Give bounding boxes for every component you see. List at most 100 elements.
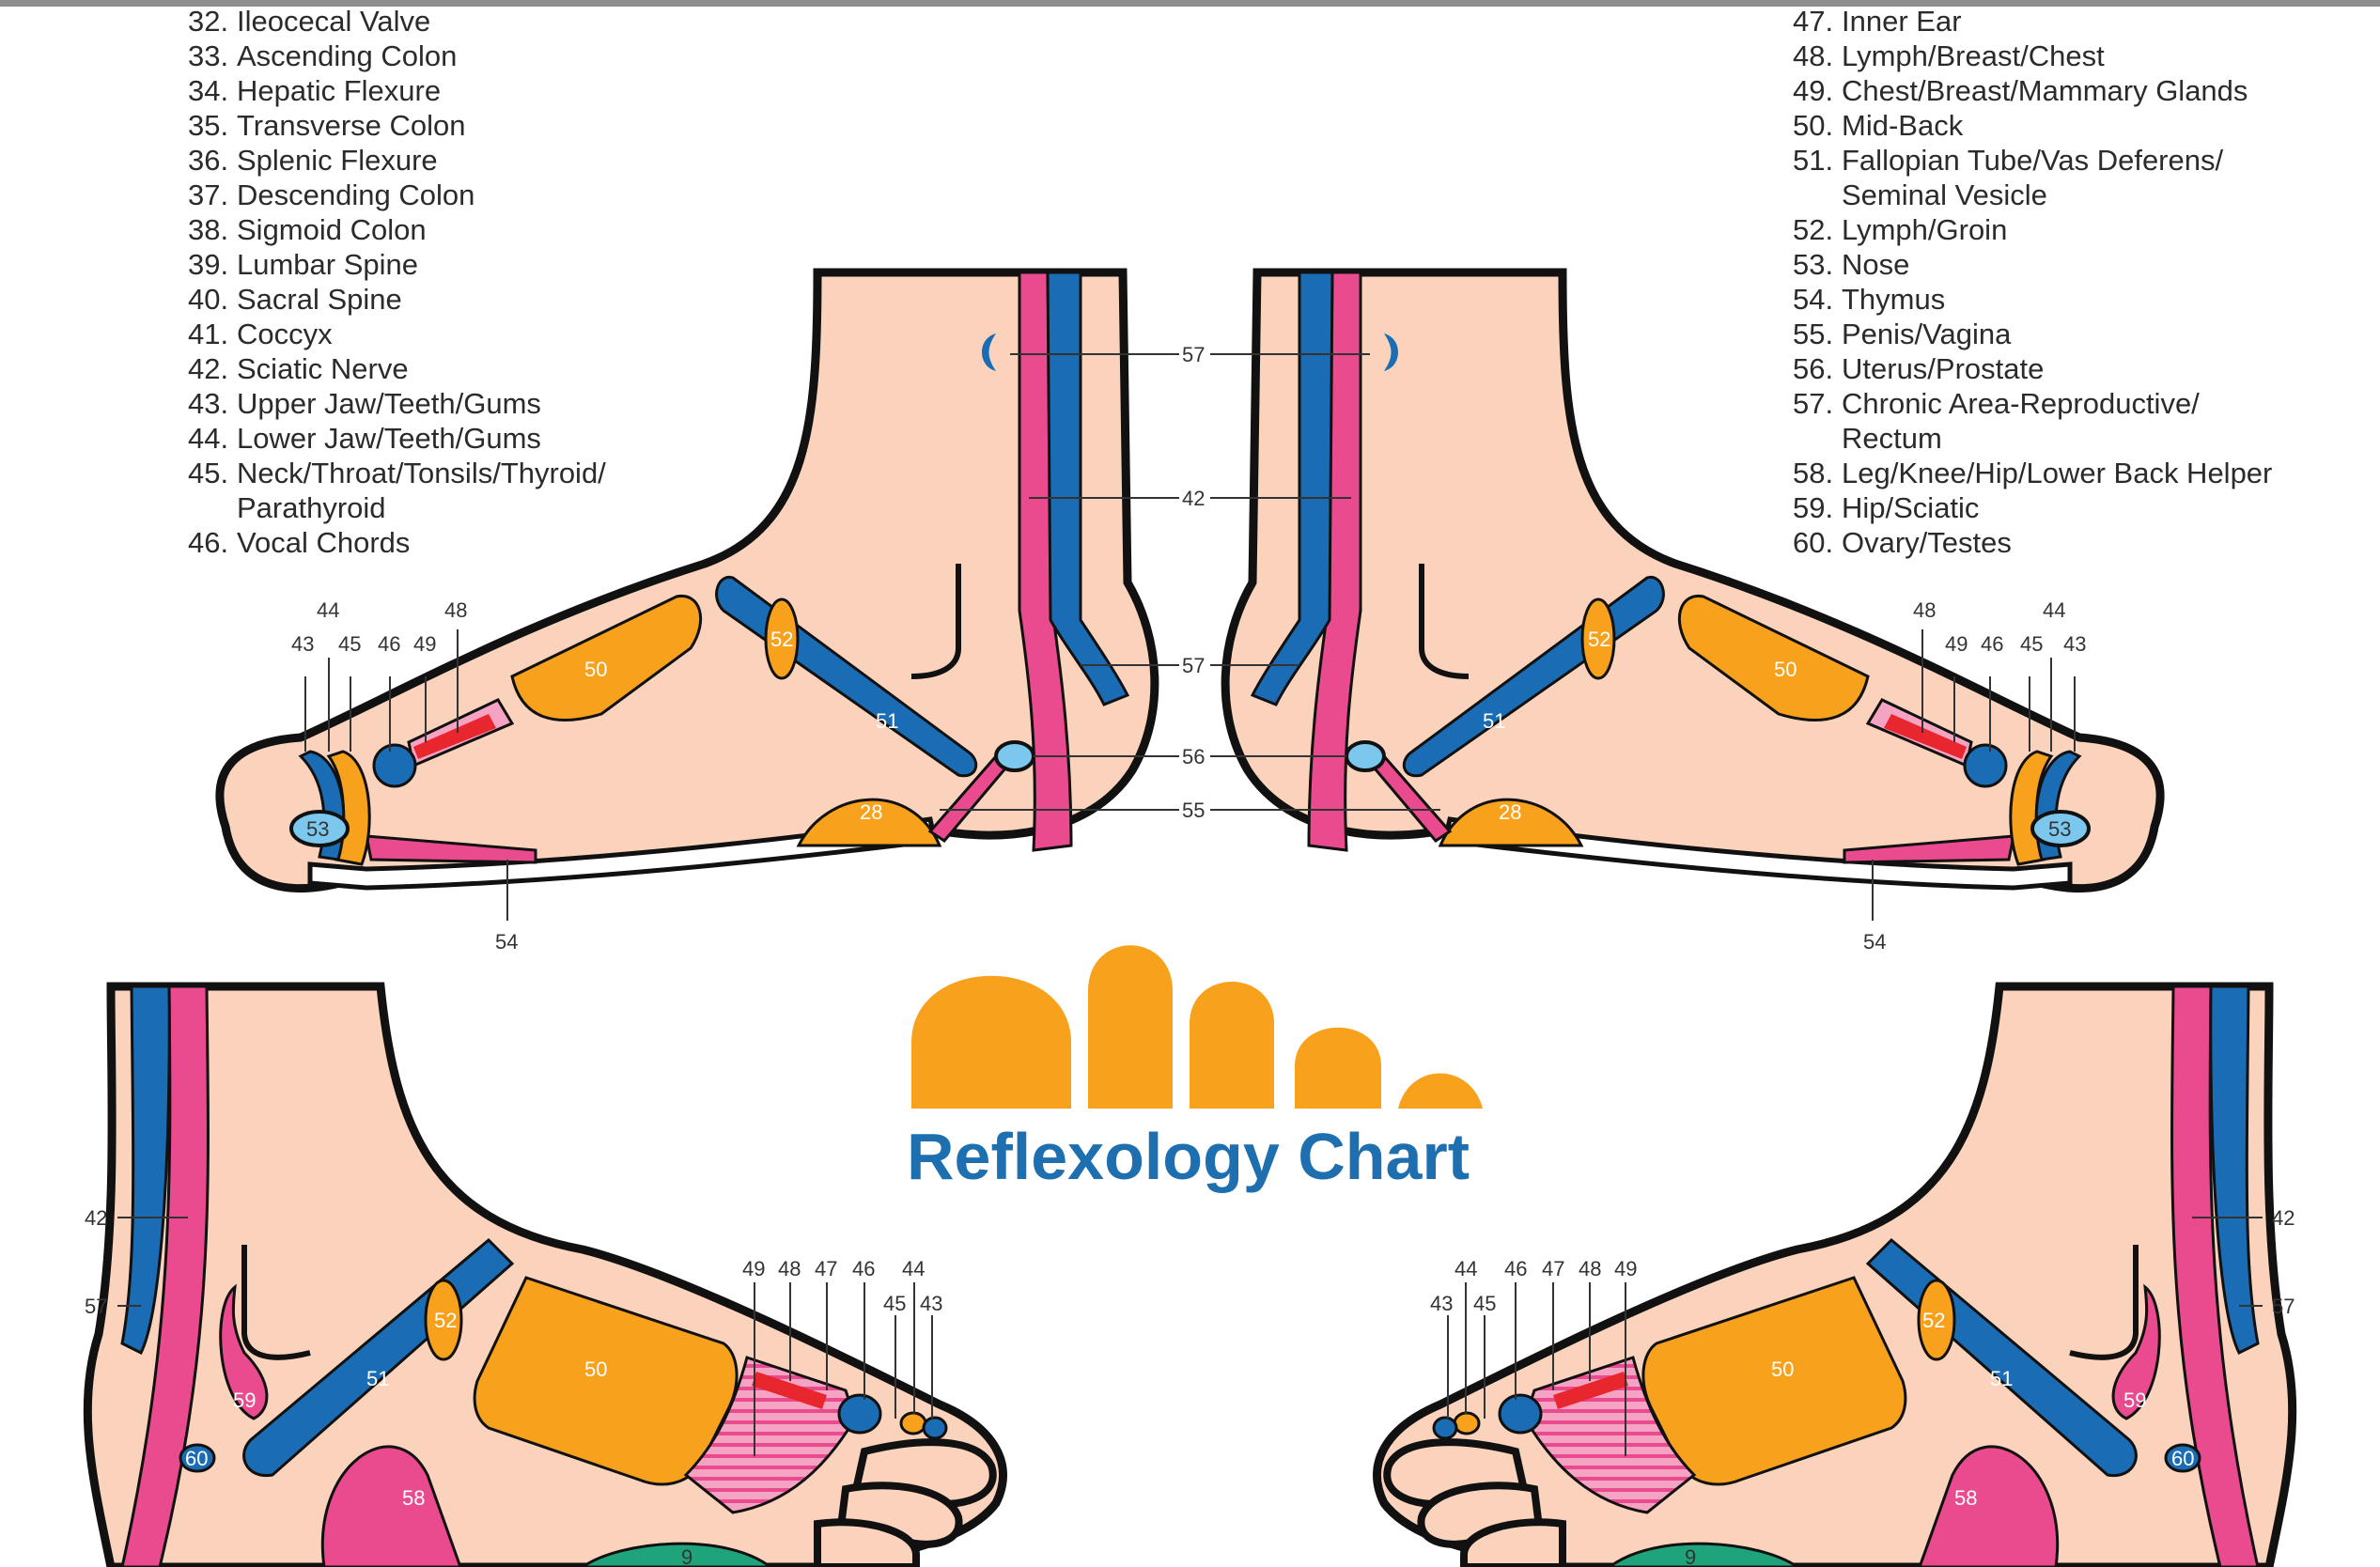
legend-number: 48. <box>1793 39 1834 72</box>
label-50: 50 <box>1774 658 1797 681</box>
label-56: 56 <box>1182 745 1205 768</box>
label-51: 51 <box>1483 709 1505 733</box>
legend-text: Sacral Spine <box>237 283 402 316</box>
label-46: 46 <box>378 632 400 656</box>
legend-number: 43. <box>188 387 229 420</box>
legend-item: 58.Leg/Knee/Hip/Lower Back Helper <box>1793 456 2272 490</box>
legend-number: 45. <box>188 457 229 489</box>
zone-58 <box>320 1445 462 1567</box>
legend-item: Seminal Vesicle <box>1793 178 2272 212</box>
legend-text: Fallopian Tube/Vas Deferens/ <box>1842 144 2224 177</box>
label-45: 45 <box>2020 632 2043 656</box>
legend-text: Ascending Colon <box>237 39 458 72</box>
label-52: 52 <box>434 1309 457 1332</box>
label-57: 57 <box>1182 343 1205 366</box>
logo-toe-1 <box>911 975 1071 1109</box>
zone-54 <box>1843 834 2015 864</box>
zone-50 <box>510 595 703 721</box>
foot-top-right <box>1210 268 2165 921</box>
chart-title: Reflexology Chart <box>907 1120 1470 1193</box>
zone-57-blue-band <box>2209 985 2260 1356</box>
legend-number: 34. <box>188 74 229 107</box>
legend-text: Ileocecal Valve <box>237 5 431 38</box>
zone-52 <box>764 597 800 680</box>
toes <box>1383 1438 1566 1567</box>
legend-item: 47.Inner Ear <box>1793 4 2272 39</box>
legend-text: Nose <box>1842 248 1910 281</box>
legend-item: 34.Hepatic Flexure <box>188 73 606 108</box>
label-45: 45 <box>338 632 361 656</box>
label-57: 57 <box>85 1295 107 1318</box>
zone-46 <box>1498 1393 1543 1435</box>
label-9: 9 <box>1685 1545 1696 1567</box>
zone-46 <box>372 743 417 788</box>
legend-number: 49. <box>1793 74 1834 107</box>
legend-text: Leg/Knee/Hip/Lower Back Helper <box>1842 457 2273 489</box>
foot-bottom-left: 42 57 49 48 47 46 44 45 43 50 51 52 58 5… <box>83 982 1007 1567</box>
ankle-curve <box>241 1245 311 1360</box>
zone-60 <box>2164 1443 2201 1473</box>
legend-text: Splenic Flexure <box>237 144 438 177</box>
legend-item: 40.Sacral Spine <box>188 282 606 317</box>
label-44: 44 <box>317 598 339 622</box>
top-edge-bar <box>0 0 2380 7</box>
callout-lines <box>1447 1217 2263 1456</box>
logo-toe-4 <box>1295 1027 1381 1109</box>
label-49: 49 <box>1945 632 1968 656</box>
legend-text: Chest/Breast/Mammary Glands <box>1842 74 2248 107</box>
legend-number: 37. <box>188 178 229 211</box>
label-42: 42 <box>2272 1206 2294 1230</box>
label-48: 48 <box>1913 598 1936 622</box>
label-50: 50 <box>584 658 607 681</box>
legend-item: 59.Hip/Sciatic <box>1793 490 2272 525</box>
legend-item: 54.Thymus <box>1793 282 2272 317</box>
label-54: 54 <box>495 930 518 954</box>
legend-number: 39. <box>188 248 229 281</box>
legend-number: 50. <box>1793 109 1834 142</box>
label-58: 58 <box>402 1486 425 1510</box>
legend-item: 45.Neck/Throat/Tonsils/Thyroid/ <box>188 456 606 490</box>
label-57: 57 <box>2272 1295 2294 1318</box>
legend-text: Lymph/Groin <box>1842 213 2008 246</box>
label-43: 43 <box>2063 632 2086 656</box>
legend-item: 51.Fallopian Tube/Vas Deferens/ <box>1793 143 2272 178</box>
legend-text: Sciatic Nerve <box>237 352 409 385</box>
toes <box>814 1438 997 1567</box>
label-46: 46 <box>1504 1257 1527 1280</box>
legend-number: 38. <box>188 213 229 246</box>
legend-item: 41.Coccyx <box>188 317 606 351</box>
legend-item: 35.Transverse Colon <box>188 108 606 143</box>
label-57: 57 <box>1182 654 1205 677</box>
label-49: 49 <box>1614 1257 1637 1280</box>
legend-number: 55. <box>1793 318 1834 350</box>
label-51: 51 <box>1990 1367 2013 1390</box>
zone-60 <box>179 1443 216 1473</box>
toe <box>1460 1518 1566 1567</box>
label-46: 46 <box>1981 632 2003 656</box>
ankle-curve <box>1419 564 1470 679</box>
label-52: 52 <box>770 628 793 651</box>
legend-number: 58. <box>1793 457 1834 489</box>
zone-57-upper <box>1384 334 1398 371</box>
label-42: 42 <box>85 1206 107 1230</box>
legend-number: 57. <box>1793 387 1834 420</box>
legend-text: Uterus/Prostate <box>1842 352 2045 385</box>
label-55: 55 <box>1182 799 1205 822</box>
callout-lines <box>117 1217 933 1456</box>
legend-text: Vocal Chords <box>237 526 411 559</box>
legend-number: 47. <box>1793 5 1834 38</box>
zone-50 <box>473 1276 739 1486</box>
legend-item: 44.Lower Jaw/Teeth/Gums <box>188 421 606 456</box>
legend-text: Lymph/Breast/Chest <box>1842 39 2105 72</box>
legend-number: 52. <box>1793 213 1834 246</box>
legend-number: 41. <box>188 318 229 350</box>
logo-toe-5 <box>1398 1073 1483 1109</box>
legend-item: 56.Uterus/Prostate <box>1793 351 2272 386</box>
zone-57-blue-band <box>1046 271 1130 706</box>
label-46: 46 <box>852 1257 875 1280</box>
label-49: 49 <box>413 632 436 656</box>
label-51: 51 <box>366 1367 389 1390</box>
legend-text: Lower Jaw/Teeth/Gums <box>237 422 541 455</box>
legend-item: 42.Sciatic Nerve <box>188 351 606 386</box>
label-58: 58 <box>1954 1486 1977 1510</box>
